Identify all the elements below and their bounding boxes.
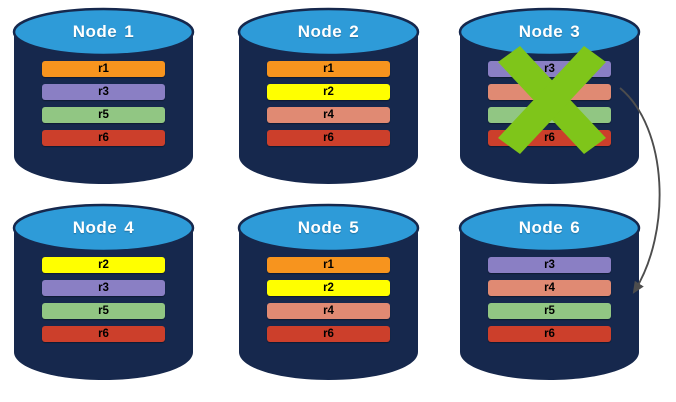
cylinder-top-ellipse (458, 7, 641, 57)
record-bar[interactable]: r5 (488, 107, 611, 123)
record-bar[interactable]: r5 (488, 303, 611, 319)
record-bar[interactable]: r6 (42, 326, 165, 342)
record-bar[interactable]: r3 (42, 280, 165, 296)
record-bar[interactable]: r3 (488, 257, 611, 273)
record-list: r1 r2 r4 r6 (267, 61, 390, 146)
record-bar[interactable]: r3 (488, 61, 611, 77)
record-bar[interactable]: r2 (267, 280, 390, 296)
record-bar[interactable]: r1 (267, 257, 390, 273)
cylinder-top-ellipse (237, 7, 420, 57)
record-bar[interactable]: r5 (42, 107, 165, 123)
record-bar[interactable]: r4 (267, 107, 390, 123)
record-bar[interactable]: r4 (488, 84, 611, 100)
record-list: r1 r2 r4 r6 (267, 257, 390, 342)
record-list: r3 r4 r5 r6 (488, 61, 611, 146)
record-bar[interactable]: r6 (267, 326, 390, 342)
cylinder-top-ellipse (458, 203, 641, 253)
record-bar[interactable]: r6 (488, 326, 611, 342)
record-bar[interactable]: r4 (488, 280, 611, 296)
record-list: r1 r3 r5 r6 (42, 61, 165, 146)
record-bar[interactable]: r1 (267, 61, 390, 77)
record-bar[interactable]: r2 (267, 84, 390, 100)
record-bar[interactable]: r1 (42, 61, 165, 77)
record-bar[interactable]: r6 (267, 130, 390, 146)
record-bar[interactable]: r6 (42, 130, 165, 146)
cylinder-top-ellipse (12, 203, 195, 253)
record-bar[interactable]: r6 (488, 130, 611, 146)
record-bar[interactable]: r2 (42, 257, 165, 273)
cylinder-top-ellipse (12, 7, 195, 57)
record-bar[interactable]: r5 (42, 303, 165, 319)
record-list: r2 r3 r5 r6 (42, 257, 165, 342)
cylinder-top-ellipse (237, 203, 420, 253)
record-list: r3 r4 r5 r6 (488, 257, 611, 342)
record-bar[interactable]: r4 (267, 303, 390, 319)
record-bar[interactable]: r3 (42, 84, 165, 100)
